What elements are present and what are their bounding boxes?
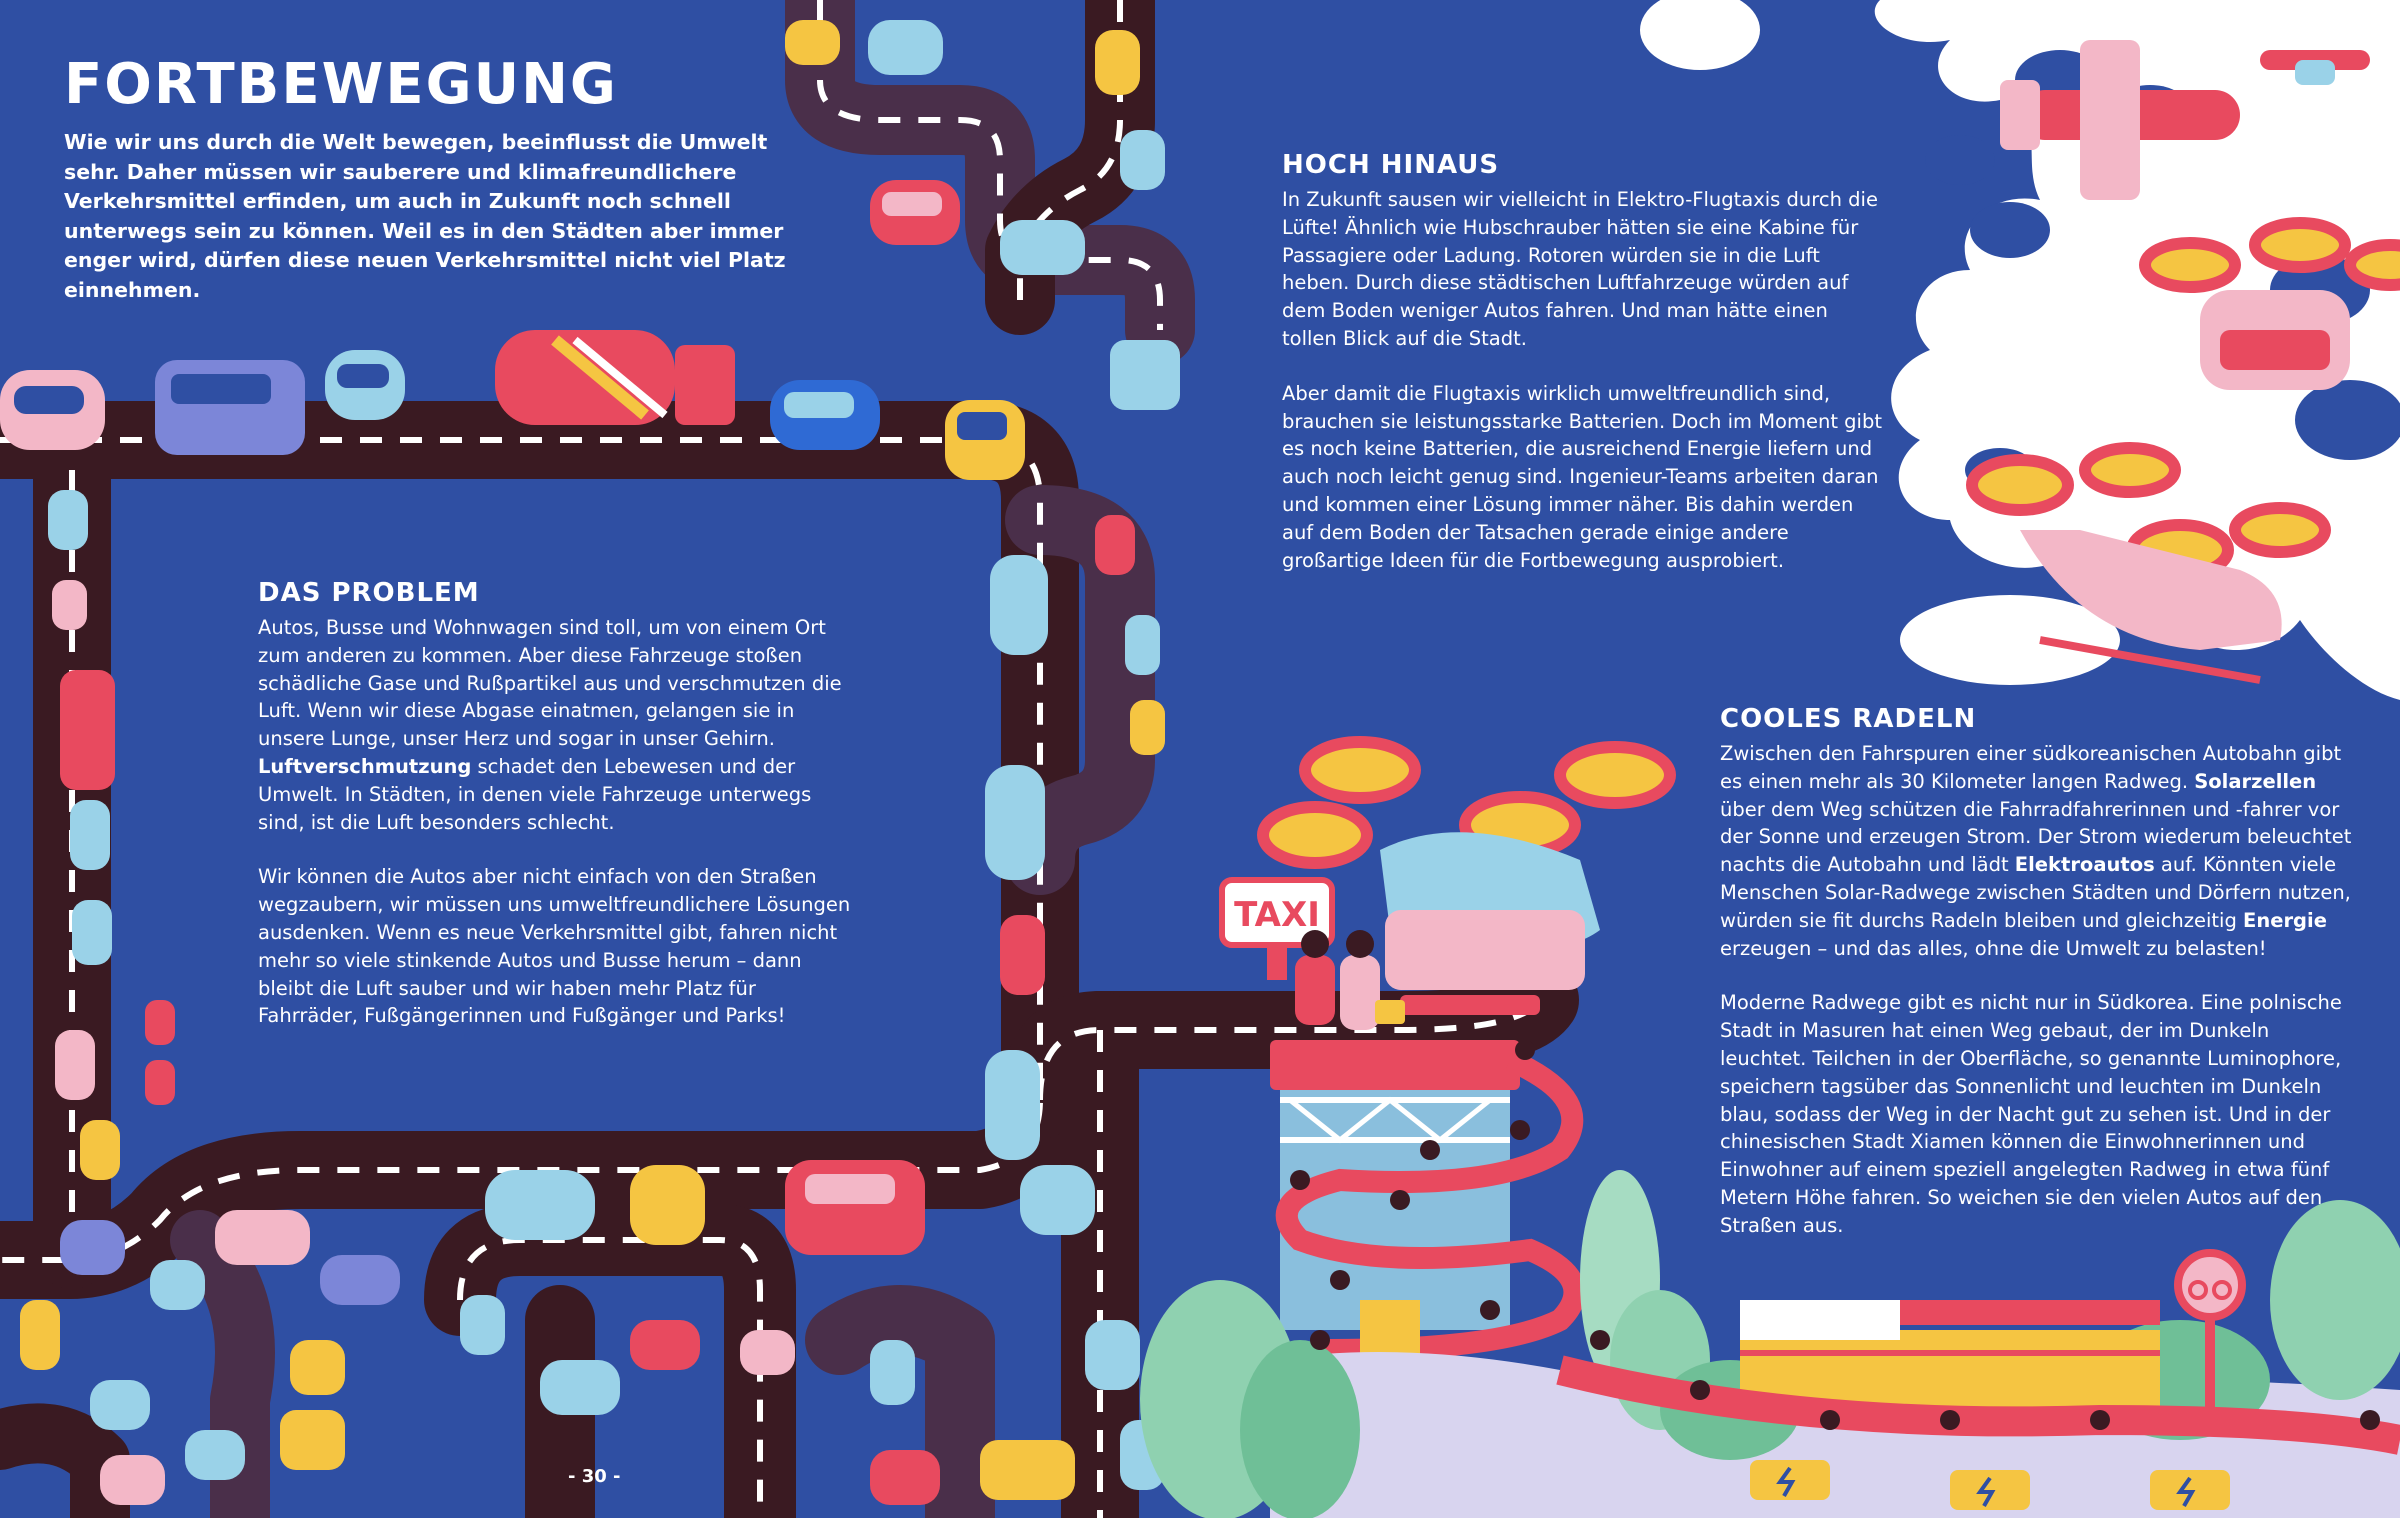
air-taxi bbox=[1966, 442, 2331, 684]
page-title: FORTBEWEGUNG bbox=[64, 52, 618, 117]
car bbox=[145, 1000, 175, 1045]
car bbox=[1095, 30, 1140, 95]
car bbox=[740, 1330, 795, 1375]
car bbox=[72, 900, 112, 965]
car bbox=[630, 1320, 700, 1370]
car bbox=[1095, 515, 1135, 575]
lightning-icon bbox=[2176, 1476, 2196, 1507]
car bbox=[1020, 1165, 1095, 1235]
paragraph: Wir können die Autos aber nicht einfach … bbox=[258, 865, 851, 1028]
section-heading: HOCH HINAUS bbox=[1282, 150, 1500, 180]
car bbox=[785, 1160, 925, 1255]
vehicles bbox=[0, 20, 1180, 1505]
car bbox=[1110, 340, 1180, 410]
paragraph: Zwischen den Fahrspuren einer südkoreani… bbox=[1720, 742, 2352, 960]
car bbox=[55, 1030, 95, 1100]
car bbox=[985, 1050, 1040, 1160]
lightning-icon bbox=[1976, 1476, 1996, 1507]
lane-markings bbox=[0, 0, 1543, 1518]
car bbox=[320, 1255, 400, 1305]
car bbox=[215, 1210, 310, 1265]
air-taxi bbox=[2139, 217, 2400, 390]
car bbox=[870, 1340, 915, 1405]
car bbox=[150, 1260, 205, 1310]
car bbox=[52, 580, 87, 630]
emphasis: Elektroautos bbox=[2014, 853, 2155, 877]
car bbox=[100, 1455, 165, 1505]
car bbox=[0, 370, 105, 450]
paragraph: Aber damit die Flugtaxis wirklich umwelt… bbox=[1282, 381, 1882, 572]
car bbox=[990, 555, 1048, 655]
car bbox=[80, 1120, 120, 1180]
car bbox=[1000, 220, 1085, 275]
car bbox=[945, 400, 1025, 480]
intro-text: Wie wir uns durch die Welt bewegen, beei… bbox=[64, 130, 786, 302]
airplane bbox=[2000, 40, 2240, 200]
car bbox=[325, 350, 405, 420]
car bbox=[485, 1170, 595, 1240]
emphasis: Energie bbox=[2243, 908, 2327, 932]
car bbox=[70, 800, 110, 870]
van bbox=[155, 360, 305, 455]
section-hoch-hinaus: HOCH HINAUS In Zukunft sausen wir vielle… bbox=[1282, 150, 1882, 601]
car bbox=[1130, 700, 1165, 755]
car bbox=[870, 1450, 940, 1505]
taxi-sign-text: TAXI bbox=[1234, 895, 1320, 935]
ground-scene bbox=[1140, 1040, 2400, 1518]
car bbox=[785, 20, 840, 65]
taxi-sign: TAXI bbox=[1219, 877, 1335, 980]
section-heading: DAS PROBLEM bbox=[258, 578, 480, 608]
car bbox=[90, 1380, 150, 1430]
tower-platform bbox=[1270, 1040, 1520, 1090]
car bbox=[185, 1430, 245, 1480]
skyport-tower: TAXI bbox=[1219, 736, 1676, 1409]
car bbox=[870, 180, 960, 245]
car bbox=[540, 1360, 620, 1415]
people-waiting bbox=[1295, 930, 1405, 1030]
drone bbox=[2260, 50, 2370, 85]
car bbox=[290, 1340, 345, 1395]
paragraph: Moderne Radwege gibt es nicht nur in Süd… bbox=[1720, 991, 2342, 1237]
car bbox=[770, 380, 880, 450]
air-taxi-landed bbox=[1257, 736, 1676, 1015]
car bbox=[630, 1165, 705, 1245]
car bbox=[868, 20, 943, 75]
page-number: - 30 - bbox=[568, 1466, 621, 1487]
car bbox=[1000, 915, 1045, 995]
car bbox=[1120, 130, 1165, 190]
car bbox=[20, 1300, 60, 1370]
flying-vehicles bbox=[1966, 40, 2400, 684]
lightning-icon bbox=[1776, 1466, 1796, 1497]
bus bbox=[980, 1440, 1075, 1500]
car bbox=[280, 1410, 345, 1470]
tanker-truck bbox=[495, 330, 735, 425]
car bbox=[60, 1220, 125, 1275]
emphasis: Solarzellen bbox=[2194, 769, 2317, 793]
bicycle-icon bbox=[2188, 1280, 2208, 1300]
bus bbox=[60, 670, 115, 790]
car bbox=[985, 765, 1045, 880]
car bbox=[460, 1295, 505, 1355]
car bbox=[1085, 1320, 1140, 1390]
bicycle-sign bbox=[2174, 1249, 2246, 1417]
section-cooles-radeln: COOLES RADELN Zwischen den Fahrspuren ei… bbox=[1720, 704, 2360, 1267]
tower-cage bbox=[1280, 1090, 1510, 1330]
cyclists bbox=[1290, 1040, 2380, 1430]
car bbox=[1125, 615, 1160, 675]
cloud-area bbox=[1640, 0, 2400, 700]
section-heading: COOLES RADELN bbox=[1720, 704, 1977, 734]
emphasis: Luftverschmutzung bbox=[258, 754, 472, 778]
car bbox=[145, 1060, 175, 1105]
car bbox=[48, 490, 88, 550]
paragraph: In Zukunft sausen wir vielleicht in Elek… bbox=[1282, 188, 1878, 350]
section-das-problem: DAS PROBLEM Autos, Busse und Wohnwagen s… bbox=[258, 578, 858, 1057]
paragraph: Autos, Busse und Wohnwagen sind toll, um… bbox=[258, 616, 842, 834]
